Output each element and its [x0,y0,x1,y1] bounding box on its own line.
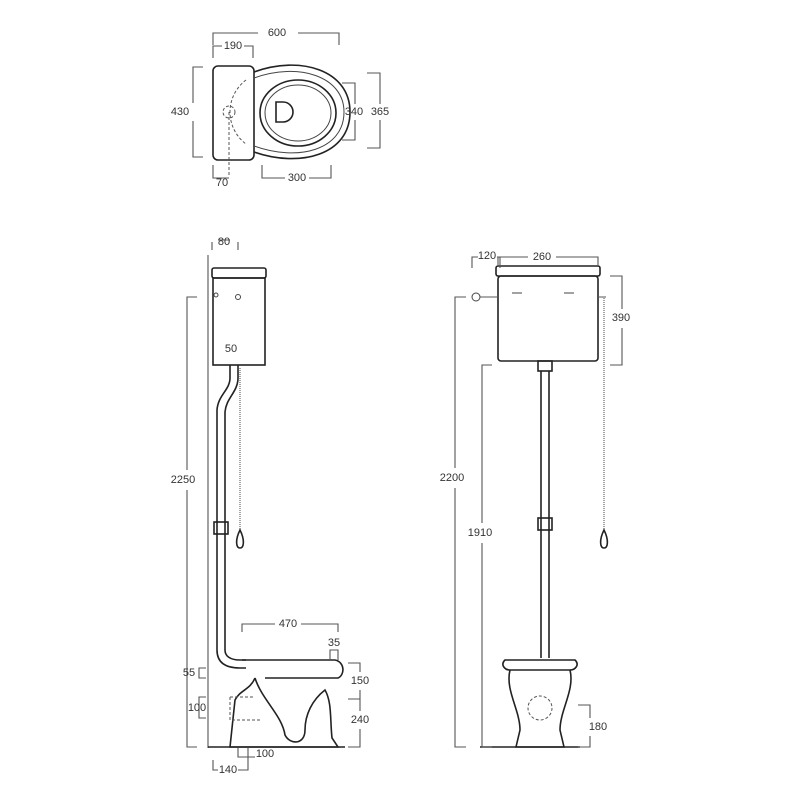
cistern-top [212,65,255,161]
dim-120: 120 [478,250,496,262]
dim-80: 80 [218,236,230,248]
bowl-front [502,659,578,671]
front-view: 120 260 390 2200 1910 180 [440,250,630,748]
seat-side [242,659,344,679]
dim-55: 55 [183,667,195,679]
dim-240: 240 [351,714,369,726]
dim-2250: 2250 [171,474,195,486]
dim-300: 300 [288,172,306,184]
dim-150: 150 [351,675,369,687]
dim-430: 430 [171,106,189,118]
dim-50: 50 [225,343,237,355]
dim-70: 70 [216,177,228,189]
flush-pipe-front [540,371,550,658]
dim-2200: 2200 [440,472,464,484]
dim-180: 180 [589,721,607,733]
flush-pipe [216,365,246,669]
dim-190: 190 [224,40,242,52]
valve-icon [471,292,481,302]
dim-260: 260 [533,251,551,263]
dim-35: 35 [328,637,340,649]
dim-1910: 1910 [468,527,492,539]
dim-100-outlet: 100 [256,748,274,760]
seat [259,79,337,147]
bowl-outline [253,64,351,160]
top-view: 600 190 430 340 365 70 300 [171,25,389,189]
dim-100: 100 [188,702,206,714]
dim-365: 365 [371,106,389,118]
cistern-side [212,277,266,366]
seat-d-logo [275,101,294,123]
dim-340: 340 [345,106,363,118]
pull-handle [235,528,245,549]
dim-470: 470 [279,618,297,630]
dim-390: 390 [612,312,630,324]
side-view: 80 2250 50 470 35 55 100 150 240 100 140 [171,236,369,776]
dim-140: 140 [219,764,237,776]
dim-600: 600 [268,27,286,39]
cistern-front [497,275,599,362]
